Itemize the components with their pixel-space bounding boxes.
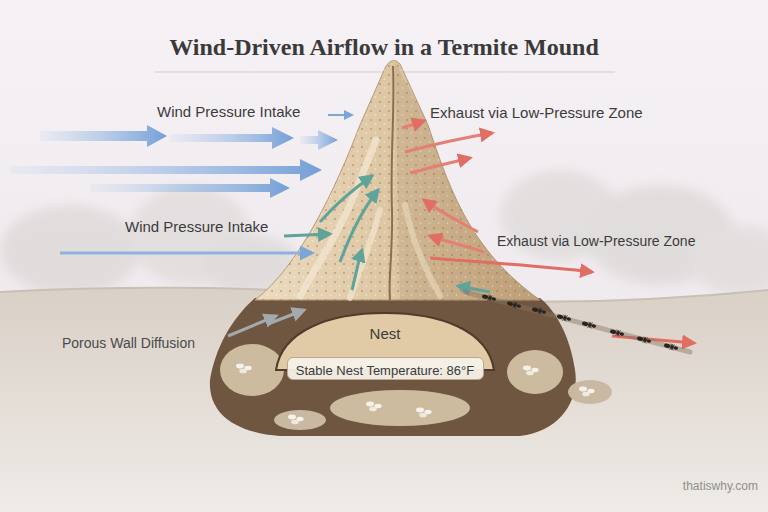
exhaust-label: Exhaust via Low-Pressure Zone xyxy=(430,104,643,121)
porous-diffusion-arrows xyxy=(228,310,304,336)
side-chamber xyxy=(507,350,563,394)
temperature-reading: Stable Nest Temperature: 86°F xyxy=(296,363,474,378)
egg-cluster xyxy=(579,387,595,397)
exhaust-arrows xyxy=(402,121,694,343)
intake-label-wrap: Wind Pressure Intake xyxy=(125,218,268,235)
intake-label: Wind Pressure Intake xyxy=(157,103,300,120)
egg-cluster xyxy=(416,408,432,418)
exhaust-label-wrap: Exhaust via Low-Pressure Zone xyxy=(430,104,643,121)
underground-chambers xyxy=(210,298,576,436)
wind-intake-arrows xyxy=(10,115,352,253)
central-shaft xyxy=(390,66,394,300)
mound-channel xyxy=(350,210,380,298)
termite-trail xyxy=(465,292,690,352)
title-wrap: Wind-Driven Airflow in a Termite Mound xyxy=(0,34,768,61)
chamber-name: Nest xyxy=(370,325,401,342)
mound-channel xyxy=(405,205,440,296)
internal-updraft-arrows xyxy=(320,176,490,292)
ground-soil xyxy=(0,288,768,512)
exhaust-label: Exhaust via Low-Pressure Zone xyxy=(497,233,695,249)
intake-label-wrap: Wind Pressure Intake xyxy=(157,103,300,120)
egg-cluster xyxy=(236,364,252,374)
diffusion-label: Porous Wall Diffusion xyxy=(62,335,195,351)
nest-chamber: Stable Nest Temperature: 86°F Nest xyxy=(270,308,500,380)
egg-cluster xyxy=(288,415,304,425)
diagram-title: Wind-Driven Airflow in a Termite Mound xyxy=(169,34,599,60)
outer-chamber xyxy=(274,410,326,430)
egg-cluster xyxy=(366,402,382,412)
mound-channel xyxy=(300,140,376,296)
lower-chamber xyxy=(330,390,470,426)
watermark-wrap: thatiswhy.com xyxy=(683,480,758,494)
exhaust-label-wrap: Exhaust via Low-Pressure Zone xyxy=(497,233,695,249)
outer-chamber xyxy=(568,380,612,404)
diffusion-label-wrap: Porous Wall Diffusion xyxy=(62,335,195,351)
watermark: thatiswhy.com xyxy=(683,479,758,493)
temperature-badge: Stable Nest Temperature: 86°F xyxy=(287,357,484,380)
termites xyxy=(481,293,678,352)
egg-cluster xyxy=(523,366,539,376)
side-chamber xyxy=(220,344,284,396)
intake-label: Wind Pressure Intake xyxy=(125,218,268,235)
